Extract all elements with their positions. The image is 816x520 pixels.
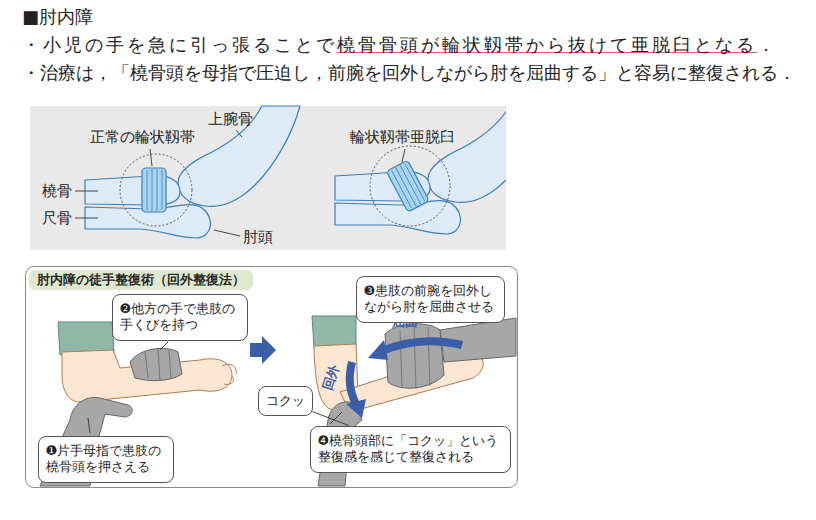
focus-circle <box>120 154 192 226</box>
annular-ligament <box>386 160 429 212</box>
finger-lines <box>400 326 430 389</box>
callout-text: コクッ <box>266 393 305 410</box>
heading: ■肘内障 <box>22 6 93 28</box>
part-label: 正常の輪状靱帯 <box>90 128 195 146</box>
leader-line <box>313 412 349 426</box>
procedure-panel: ❷他方の手で患肢の手くびを持つ ❸患肢の前腕を回外しながら肘を屈曲させるコクッ ❶片… <box>25 266 518 488</box>
supination-arrow <box>350 362 356 404</box>
body-text: ． <box>757 34 778 55</box>
supination-arrow-head <box>346 399 366 418</box>
part-label: 輪状靱帯亜脱臼 <box>350 128 455 146</box>
body-text: 橈骨骨頭が輪状靱帯から抜けて亜脱臼となる <box>337 34 757 55</box>
sleeve <box>312 316 356 348</box>
callout-text: ❸患肢の前腕を回外しながら肘を屈曲させる <box>364 283 498 317</box>
callout-box: ❷他方の手で患肢の手くびを持つ <box>112 294 249 342</box>
annular-ligament <box>142 168 166 212</box>
part-label: 橈骨 <box>42 182 72 200</box>
body-text: ・治療は，「橈骨頭を母指で圧迫し，前腕を回外しながら肘を屈曲する」と容易に整復さ… <box>22 62 796 84</box>
step-arrow <box>250 336 276 364</box>
elbow-bones <box>85 106 300 238</box>
part-label: 尺骨 <box>42 209 72 227</box>
callout-box: ❹橈骨頭部に「コクッ」という整復感を感じて整復される <box>310 426 512 474</box>
child-hand <box>222 364 236 384</box>
flexion-arrow <box>382 341 462 351</box>
callout-text: ❹橈骨頭部に「コクッ」という整復感を感じて整復される <box>318 433 504 467</box>
text-line: ・小児の手を急に引っ張ることで橈骨骨頭が輪状靱帯から抜けて亜脱臼となる． <box>22 34 778 56</box>
callout-text: ❶片手母指で患肢の橈骨頭を押さえる <box>46 443 167 477</box>
callout-box: ❶片手母指で患肢の橈骨頭を押さえる <box>38 436 175 484</box>
child-arm <box>314 344 358 411</box>
callout-text: ❷他方の手で患肢の手くびを持つ <box>120 301 241 335</box>
part-label: 肘頭 <box>243 228 273 246</box>
focus-circle <box>370 146 450 226</box>
callout-box: ❸患肢の前腕を回外しながら肘を屈曲させる <box>356 276 506 324</box>
body-text: ・小児の手を急に引っ張ることで <box>22 34 337 55</box>
leader-line <box>88 342 342 433</box>
sound-box: コクッ <box>258 386 313 417</box>
examiner-hand <box>385 324 444 388</box>
elbow-bones <box>335 106 506 234</box>
examiner-hand <box>130 348 182 380</box>
flexion-arrow-head <box>368 340 388 360</box>
part-label: 上腕骨 <box>208 110 253 128</box>
panel-title: 肘内障の徒手整復術（回外整復法） <box>29 270 253 290</box>
finger-lines <box>145 349 171 380</box>
